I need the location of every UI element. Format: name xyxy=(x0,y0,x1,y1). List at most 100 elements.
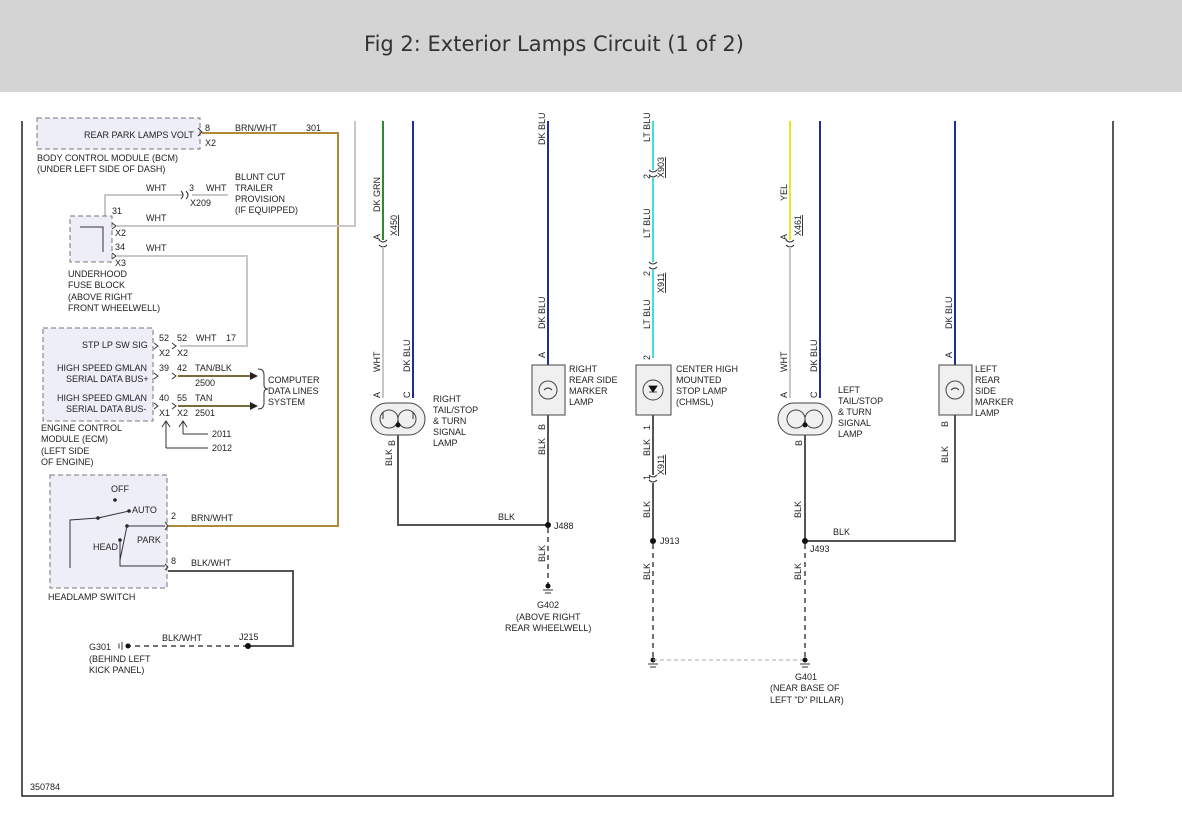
rt-pin-a: A xyxy=(372,392,382,398)
ecm-sig3-pin-b: 55 xyxy=(177,393,187,403)
lt-pin-top: A xyxy=(779,234,789,240)
ecm-sig3-line2: SERIAL DATA BUS- xyxy=(66,404,146,414)
x911-symbol-top xyxy=(648,261,658,270)
ecm-sig1: STP LP SW SIG xyxy=(82,340,148,350)
trailer-wire-b: WHT xyxy=(206,183,227,193)
bcm-pin: 8 xyxy=(205,123,210,133)
lm-lamp-filament xyxy=(950,387,960,391)
rt-pin-b: B xyxy=(387,440,397,446)
g301-loc-2: KICK PANEL) xyxy=(89,665,144,675)
rm-wire-top: DK BLU xyxy=(537,112,547,145)
j215-splice xyxy=(245,643,251,649)
svg-text:OF ENGINE): OF ENGINE) xyxy=(41,457,94,467)
svg-text:(LEFT SIDE: (LEFT SIDE xyxy=(41,446,89,456)
svg-text:STOP LAMP: STOP LAMP xyxy=(676,386,727,396)
ecm-sig3-wire: TAN xyxy=(195,393,212,403)
wht-wire-34 xyxy=(116,255,248,347)
x209-connector-symbol xyxy=(180,190,189,200)
lm-wire-top: DK BLU xyxy=(944,296,954,329)
svg-text:LAMP: LAMP xyxy=(975,408,1000,418)
lt-wire-top: YEL xyxy=(779,184,789,201)
x911-symbol-bottom xyxy=(648,474,658,483)
g301-loc-1: (BEHIND LEFT xyxy=(89,654,151,664)
g401-point xyxy=(802,657,808,663)
rm-label: RIGHT REAR SIDE MARKER LAMP xyxy=(569,364,618,407)
title-bar: Fig 2: Exterior Lamps Circuit (1 of 2) xyxy=(0,0,1182,92)
bcm-name: BODY CONTROL MODULE (BCM) xyxy=(37,153,178,163)
bcm-pin-label: REAR PARK LAMPS VOLT xyxy=(84,130,194,140)
rt-wire-top: DK GRN xyxy=(372,177,382,212)
ecm-sig2-pin-b: 42 xyxy=(177,363,187,373)
svg-text:TAIL/STOP: TAIL/STOP xyxy=(433,405,478,415)
svg-text:BLUNT CUT: BLUNT CUT xyxy=(235,172,286,182)
ecm-sig1-connectors xyxy=(153,342,177,350)
chmsl-conn2: X911 xyxy=(656,273,666,293)
chmsl-conn3: X911 xyxy=(656,455,666,475)
ecm-sig1-pin-a: 52 xyxy=(159,333,169,343)
ecm-sig2-circuit: 2500 xyxy=(195,378,215,388)
g301-wire: BLK/WHT xyxy=(162,633,203,643)
svg-text:REAR SIDE: REAR SIDE xyxy=(569,375,618,385)
switch-pin-b: 8 xyxy=(171,556,176,566)
rm-ground-wire: BLK xyxy=(537,545,547,562)
chmsl-lamp-ring xyxy=(642,379,664,401)
g401-loc-1: (NEAR BASE OF xyxy=(770,683,840,693)
trailer-wire-a: WHT xyxy=(146,183,167,193)
fuse-wire-b: WHT xyxy=(146,243,167,253)
lm-label: LEFT REAR SIDE MARKER LAMP xyxy=(975,364,1014,418)
svg-text:SIGNAL: SIGNAL xyxy=(433,427,466,437)
ecm-sig2-line1: HIGH SPEED GMLAN xyxy=(57,363,147,373)
switch-wire-b: BLK/WHT xyxy=(191,558,232,568)
ecm-sig3-connectors xyxy=(153,402,177,410)
figure-number: 350784 xyxy=(30,782,60,792)
fuse-pin-b: 34 xyxy=(115,242,125,252)
ref-arrow-2011 xyxy=(178,420,208,435)
j913-splice xyxy=(650,538,656,544)
chmsl-wire-3: BLK xyxy=(642,439,652,456)
ecm-box xyxy=(42,327,154,422)
g301-name: G301 xyxy=(89,642,111,652)
lt-lamp-filament-2 xyxy=(804,409,824,429)
chmsl-lamp-pin-bot: 1 xyxy=(642,425,652,430)
rm-lamp-filament xyxy=(543,387,553,391)
ecm-sig2-pin-a: 39 xyxy=(159,363,169,373)
bcm-location: (UNDER LEFT SIDE OF DASH) xyxy=(37,164,165,174)
chmsl-wire-1: LT BLU xyxy=(642,208,652,238)
trailer-label: BLUNT CUT TRAILER PROVISION (IF EQUIPPED… xyxy=(235,172,298,215)
svg-text:RIGHT: RIGHT xyxy=(433,394,462,404)
j493-splice xyxy=(802,538,808,544)
lt-wire-a: WHT xyxy=(779,351,789,372)
x461-symbol xyxy=(785,239,795,248)
rt-wire-a: WHT xyxy=(372,351,382,372)
x903-symbol xyxy=(648,169,658,178)
rt-pin-c: C xyxy=(402,391,412,398)
ecm-sig1-wire: WHT xyxy=(196,333,217,343)
blk-wht-wire xyxy=(168,570,294,647)
chmsl-led-symbol xyxy=(648,385,658,393)
svg-text:SIGNAL: SIGNAL xyxy=(838,418,871,428)
g301-ground-symbol xyxy=(118,642,123,650)
svg-text:MARKER: MARKER xyxy=(569,386,608,396)
fuse-element xyxy=(80,226,104,252)
fuse-block-box xyxy=(69,215,113,263)
g402-name: G402 xyxy=(537,600,559,610)
ecm-sig2-wire: TAN/BLK xyxy=(195,363,232,373)
svg-text:COMPUTER: COMPUTER xyxy=(268,375,320,385)
svg-text:REAR: REAR xyxy=(975,375,1001,385)
bcm-circuit: 301 xyxy=(306,123,321,133)
rt-wire-c: DK BLU xyxy=(402,339,412,372)
svg-text:SIDE: SIDE xyxy=(975,386,996,396)
bcm-box xyxy=(36,117,201,150)
fuse-conn-a: X2 xyxy=(115,228,126,238)
svg-text:TAIL/STOP: TAIL/STOP xyxy=(838,396,883,406)
ecm-sig3-circuit: 2501 xyxy=(195,408,215,418)
lt-pin-a: A xyxy=(779,392,789,398)
data-lines-label: COMPUTER DATA LINES SYSTEM xyxy=(268,375,320,407)
svg-text:TRAILER: TRAILER xyxy=(235,183,274,193)
rt-wire-b: BLK xyxy=(384,449,394,466)
rm-wire-b: BLK xyxy=(537,438,547,455)
ecm-ref-a: 2011 xyxy=(212,429,231,439)
ref-arrow-2012 xyxy=(161,420,171,448)
svg-text:LAMP: LAMP xyxy=(433,438,458,448)
chmsl-wire-top: LT BLU xyxy=(642,112,652,142)
